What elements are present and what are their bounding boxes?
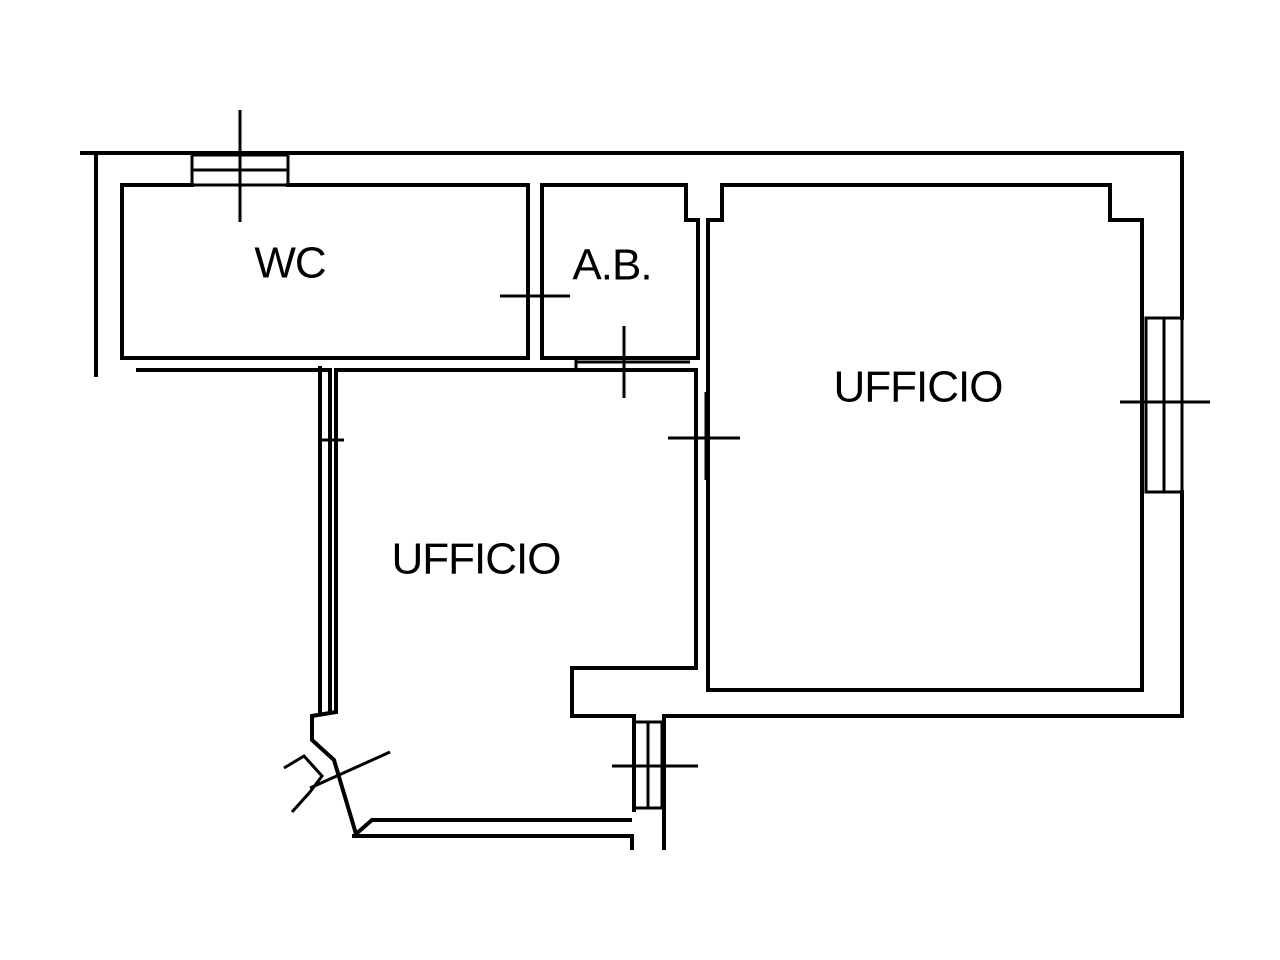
left-office-room: UFFICIO xyxy=(136,368,740,838)
bottom-outer-wall-right xyxy=(662,714,1184,850)
entrance-door-leaf xyxy=(283,754,324,814)
right-office-walls xyxy=(706,183,1144,692)
room-label-wc: WC xyxy=(254,239,326,288)
room-label-office-left: UFFICIO xyxy=(392,535,561,584)
left-office-west-walls xyxy=(310,368,632,838)
room-label-ab: A.B. xyxy=(572,241,651,290)
outer-walls xyxy=(80,151,1184,850)
entrance-door-axis xyxy=(309,750,391,790)
bottom-outer-wall-left xyxy=(352,834,634,850)
corridor-top-wall xyxy=(136,368,332,714)
entrance-door xyxy=(283,750,391,814)
wc-room: WC xyxy=(120,110,570,360)
right-office-room: UFFICIO xyxy=(706,183,1210,692)
wc-walls xyxy=(120,183,530,360)
room-label-office-right: UFFICIO xyxy=(834,363,1003,412)
left-office-walls xyxy=(334,368,698,812)
ab-room: A.B. xyxy=(540,183,700,398)
bottom-window xyxy=(612,720,698,810)
ab-walls xyxy=(540,183,700,360)
